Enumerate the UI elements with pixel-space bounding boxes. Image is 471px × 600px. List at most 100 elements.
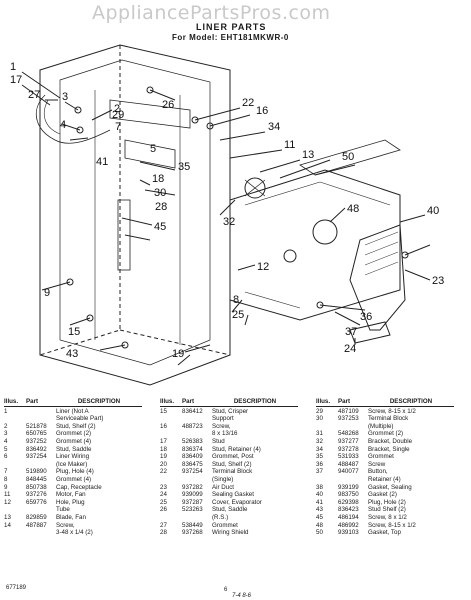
handwritten-note: 7-4 8-6 — [232, 593, 252, 599]
illus-number — [316, 423, 338, 431]
illus-number: 40 — [316, 491, 323, 499]
part-description: Screw, 8-15 x 1/2 — [368, 407, 416, 415]
part-number: 939099 — [182, 491, 203, 499]
illus-number: 50 — [316, 529, 323, 537]
callout-3: 3 — [62, 91, 68, 103]
part-number: 937253 — [338, 415, 359, 423]
part-number — [26, 529, 56, 537]
part-description: Screw, — [212, 422, 231, 430]
part-description: Wiring Shield — [212, 529, 249, 537]
header-illus-no: Illus. — [4, 398, 19, 405]
part-number: 548268 — [338, 430, 359, 438]
illus-number: 13 — [4, 513, 11, 521]
illus-number: 4 — [4, 437, 8, 445]
part-number — [26, 461, 56, 469]
table-row: (Single) — [160, 476, 298, 484]
callout-24: 24 — [344, 343, 356, 355]
part-description: Grommet, Post — [212, 453, 254, 461]
callout-17: 17 — [10, 74, 22, 86]
illus-number: 8 — [4, 475, 8, 483]
callout-29: 29 — [112, 109, 124, 121]
part-description: Bracket, Double — [368, 437, 413, 445]
watermark: AppliancePartsPros.com — [92, 2, 331, 24]
part-description: Screw — [368, 460, 386, 468]
part-description: Grommet — [212, 521, 238, 529]
part-description: Cover, Evaporator — [212, 498, 262, 506]
part-description: Stud, Retainer (4) — [212, 445, 261, 453]
callout-8: 8 — [233, 294, 239, 306]
illus-number: 19 — [160, 453, 167, 461]
part-description: Grommet (2) — [56, 430, 92, 438]
callout-4: 4 — [60, 119, 66, 131]
illus-number: 43 — [316, 506, 323, 514]
part-description: (R.S.) — [212, 513, 229, 521]
illus-number: 22 — [160, 468, 167, 476]
callout-13: 13 — [302, 149, 314, 161]
illus-number: 16 — [160, 422, 167, 430]
callout-7: 7 — [115, 121, 121, 133]
table-row: 34 937278 Bracket, Single — [316, 446, 454, 454]
callout-28: 28 — [155, 201, 167, 213]
illus-number: 25 — [160, 498, 167, 506]
illus-number: 14 — [4, 521, 11, 529]
callout-22: 22 — [242, 97, 254, 109]
callout-50: 50 — [342, 151, 354, 163]
part-number: 939103 — [338, 529, 359, 537]
illus-number: 29 — [316, 407, 323, 415]
table-row: Tube — [4, 506, 142, 514]
illus-number: 30 — [316, 415, 323, 423]
part-description: Stud, Saddle — [56, 445, 92, 453]
callout-2: 2 — [114, 103, 120, 115]
illus-number: 15 — [160, 407, 167, 415]
callout-27: 27 — [28, 89, 40, 101]
illus-number — [4, 529, 26, 537]
illus-number: 20 — [160, 460, 167, 468]
illus-number: 34 — [316, 445, 323, 453]
callout-16: 16 — [256, 105, 268, 117]
part-description: Screw, 8 x 1/2 — [368, 513, 407, 521]
part-number: 486194 — [338, 513, 359, 521]
air-duct — [349, 224, 406, 331]
part-number: 659776 — [26, 498, 47, 506]
part-number — [182, 514, 212, 522]
part-number — [26, 506, 56, 514]
part-description: Stud, Crisper — [212, 407, 249, 415]
callout-18: 18 — [152, 173, 164, 185]
header-illus-no: Illus. — [316, 398, 331, 405]
table-row: 8 x 13/16 — [160, 430, 298, 438]
page-title: LINER PARTS — [196, 22, 267, 32]
part-description: Stud, Saddle — [212, 506, 248, 514]
part-number: 937278 — [338, 445, 359, 453]
part-number: 937268 — [182, 529, 203, 537]
part-description: Grommet (4) — [56, 437, 92, 445]
callout-5: 5 — [150, 143, 156, 155]
illus-number: 3 — [4, 430, 8, 438]
exploded-view-diagram: 1 17 27 2 3 29 7 4 26 22 16 34 11 13 50 … — [10, 44, 444, 386]
part-description: Bracket, Single — [368, 445, 410, 453]
part-description: Stud, Shelf (2) — [212, 460, 252, 468]
header-part-no: Part — [338, 398, 351, 405]
table-row: Serviceable Part) — [4, 415, 142, 423]
table-row: Support — [160, 415, 298, 423]
illus-number: 26 — [160, 506, 167, 514]
part-description: Liner Wiring — [56, 453, 90, 461]
callout-40: 40 — [427, 205, 439, 217]
callout-35: 35 — [178, 161, 190, 173]
